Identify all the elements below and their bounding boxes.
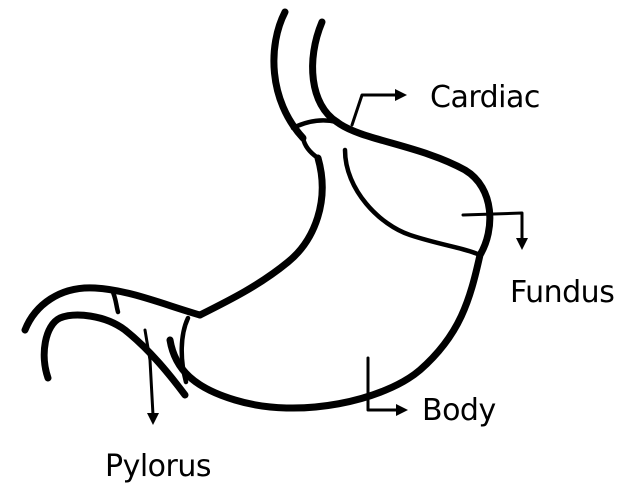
cardiac-arrowhead [395, 89, 407, 101]
cardiac-sphincter-lower [303, 138, 318, 158]
cardiac-sphincter-upper [293, 120, 337, 128]
fundus-arrowhead [516, 238, 528, 250]
pylorus-lower-wall [44, 315, 185, 395]
lesser-curvature [200, 158, 322, 315]
pylorus-label: Pylorus [105, 449, 211, 484]
pylorus-arrowhead [147, 413, 159, 425]
pointers [145, 89, 528, 425]
stomach-outline [25, 12, 490, 408]
cardiac-pointer-line [352, 95, 395, 125]
body-label: Body [422, 393, 496, 428]
pylorus-pointer-line [145, 330, 153, 415]
body-arrowhead [396, 404, 408, 416]
greater-curvature [170, 122, 490, 408]
cardiac-label: Cardiac [430, 80, 540, 115]
fundus-label: Fundus [510, 275, 614, 310]
esophagus-left-wall [274, 12, 303, 138]
esophagus-right-wall [313, 22, 337, 122]
